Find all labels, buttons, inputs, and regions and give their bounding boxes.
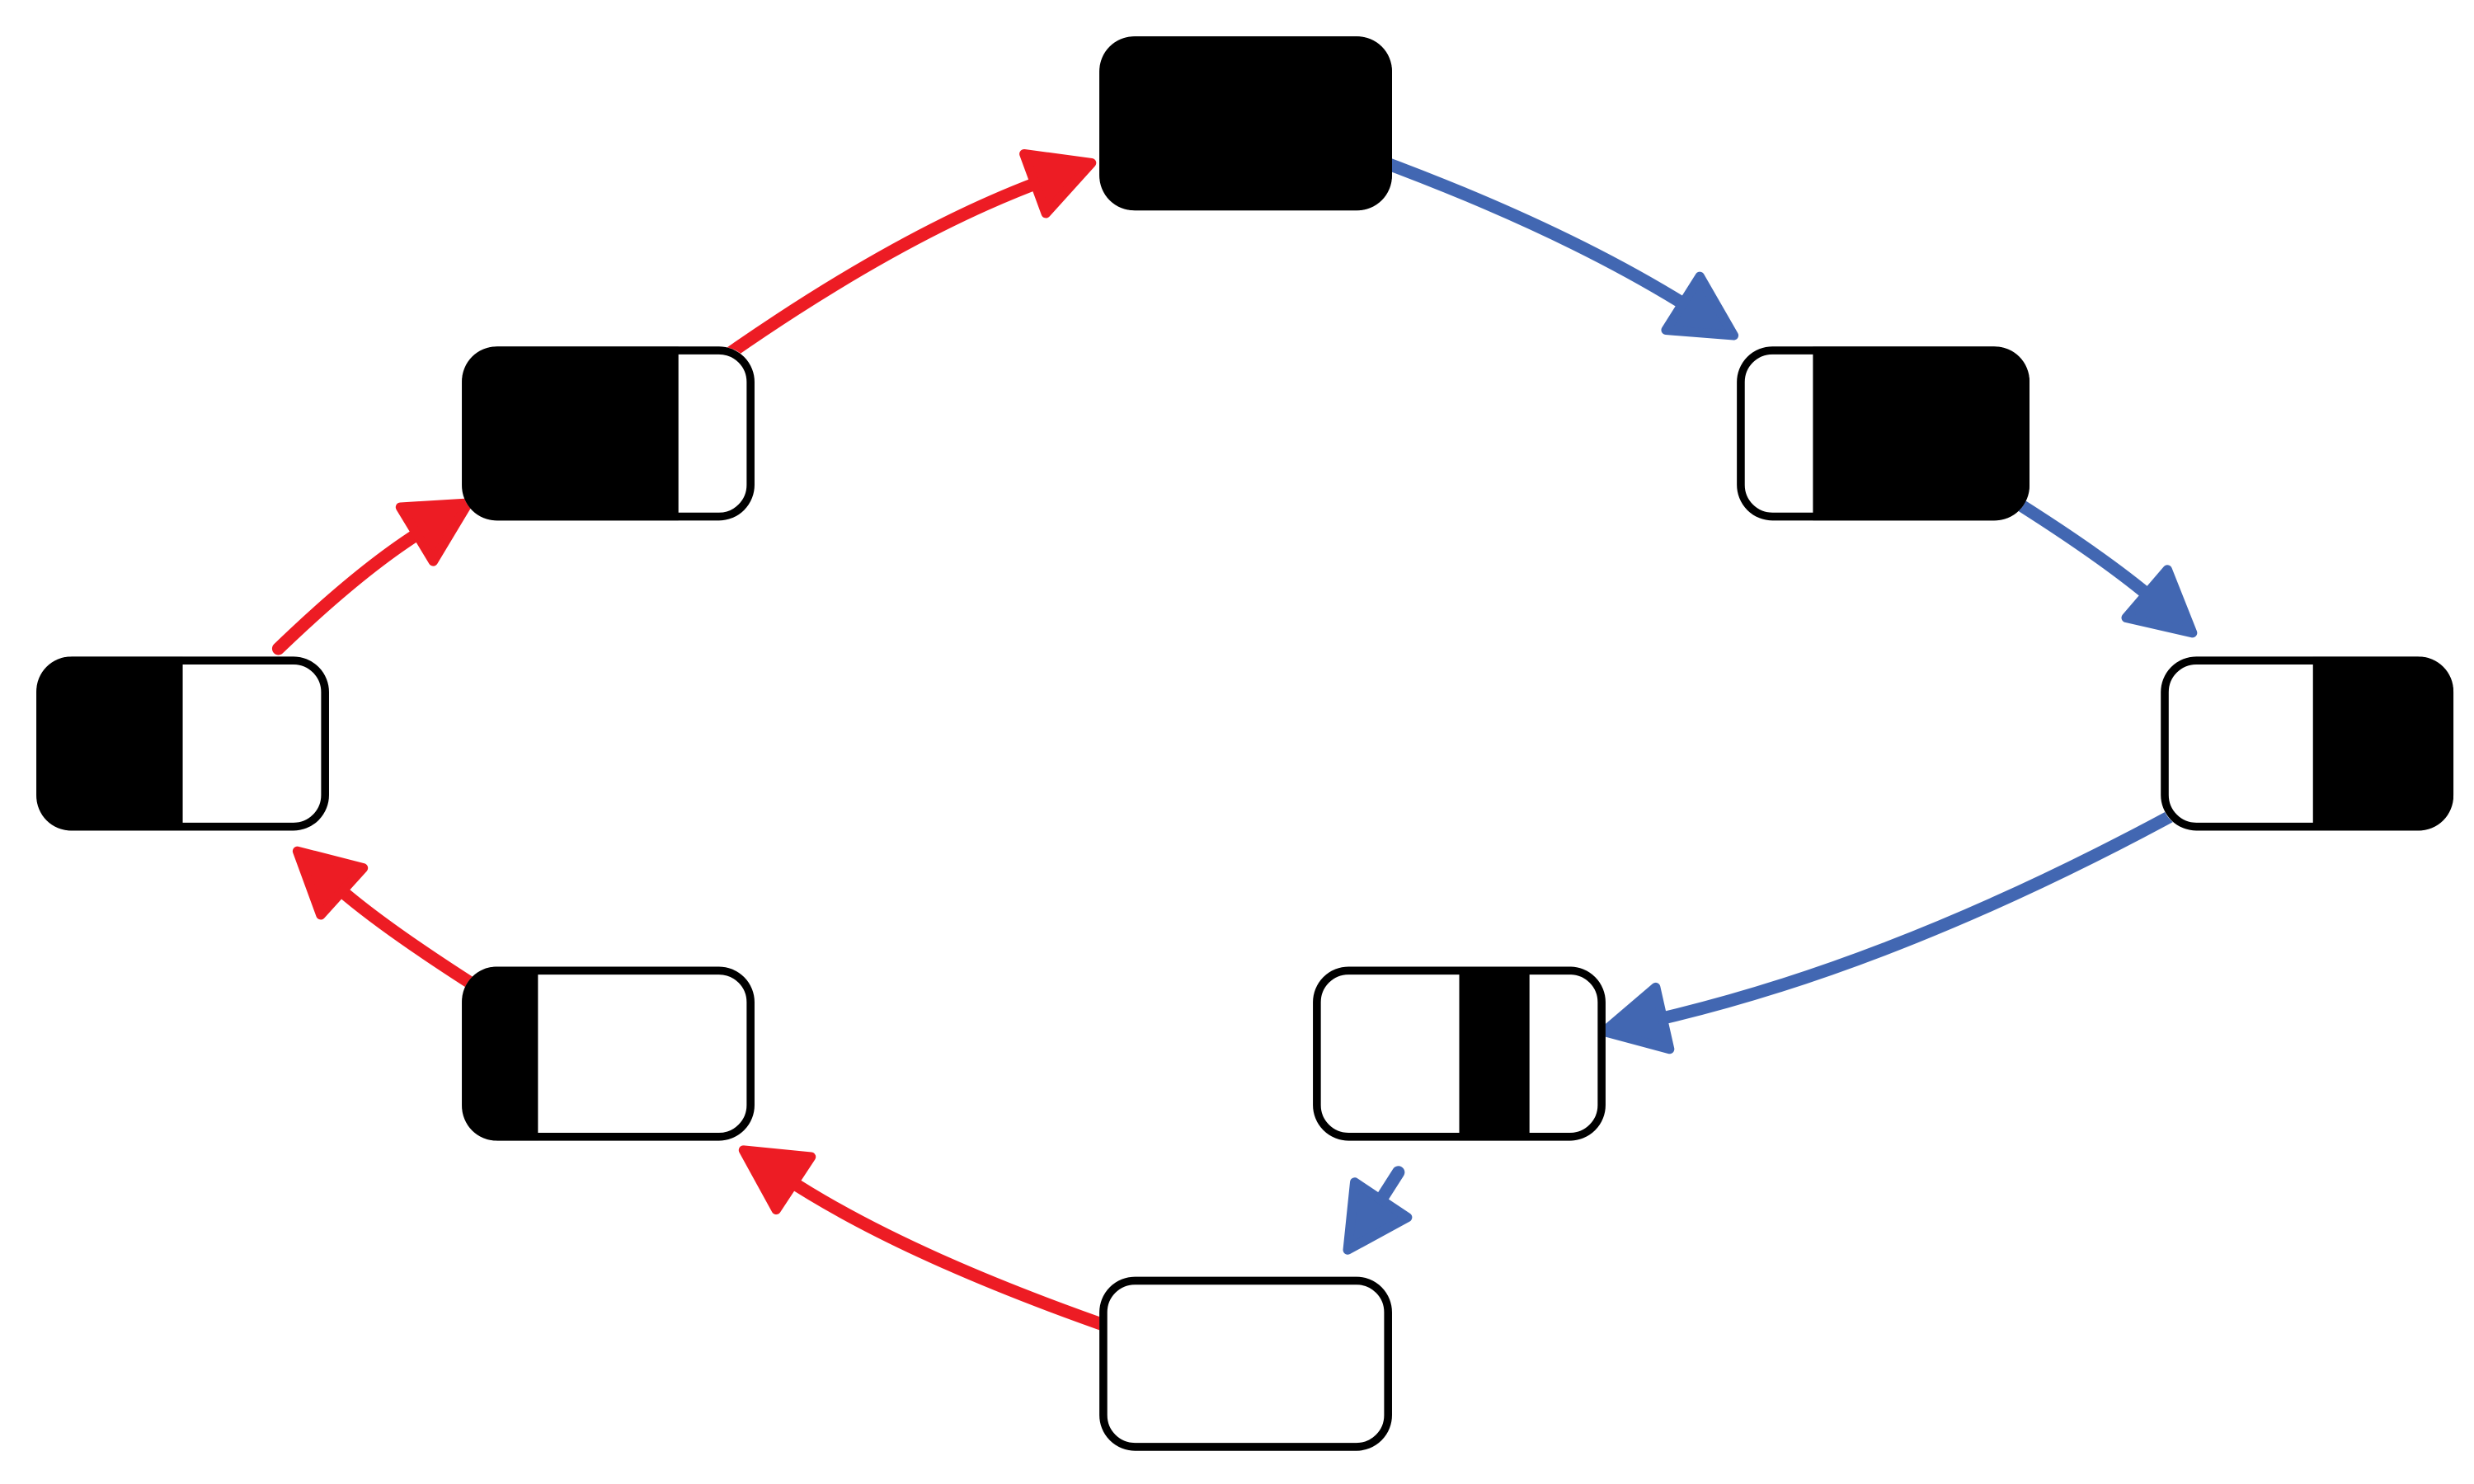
arrow-head [2121,565,2198,638]
box-fill [36,656,183,831]
box-outline [462,346,755,521]
box-fill [1813,346,2030,521]
box-right-upper [1737,346,2030,521]
arrow-head [738,1145,816,1215]
arrow-head [395,498,473,566]
arrow-top-to-right-upper [1366,152,1739,340]
box-outline [2161,656,2454,831]
boxes-layer [36,36,2454,1451]
arrow-head [1599,982,1675,1054]
box-bottom [1099,1276,1392,1451]
box-fill [1099,36,1392,211]
box-fill [462,346,679,521]
box-left-upper [462,346,755,521]
arrow-shaft [777,1170,1122,1336]
arrow-right-middle-to-right-lower [1599,801,2194,1054]
arrow-head [292,846,369,920]
box-background [1099,1276,1392,1451]
arrows-layer [271,148,2198,1336]
box-left-middle [36,656,329,831]
box-fill [2312,656,2454,831]
box-fill [462,966,539,1141]
arrow-left-lower-to-left-middle [292,846,494,1000]
arrow-left-middle-to-left-upper [271,498,473,655]
arrow-right-lower-to-bottom [1343,1166,1413,1255]
box-outline [462,966,755,1141]
arrow-shaft [1996,487,2162,608]
box-outline [1313,966,1606,1141]
box-right-middle [2161,656,2454,831]
arrow-head [1019,148,1097,218]
arrow-head [1343,1177,1413,1255]
arrow-shaft [1644,801,2194,1027]
arrow-left-upper-to-top [715,148,1097,366]
arrow-shaft [715,173,1053,366]
arrow-right-upper-to-right-middle [1996,487,2198,638]
arrow-shaft [327,876,494,1000]
box-fill [1459,966,1530,1141]
box-outline [1737,346,2030,521]
box-left-lower [462,966,755,1141]
arrow-shaft [271,521,434,655]
box-outline [1099,36,1392,211]
arrow-head [1661,271,1739,340]
box-top [1099,36,1392,211]
box-outline [1099,1276,1392,1451]
arrow-bottom-to-left-lower [738,1145,1122,1336]
box-outline [36,656,329,831]
box-right-lower [1313,966,1606,1141]
arrow-shaft [1366,152,1700,317]
